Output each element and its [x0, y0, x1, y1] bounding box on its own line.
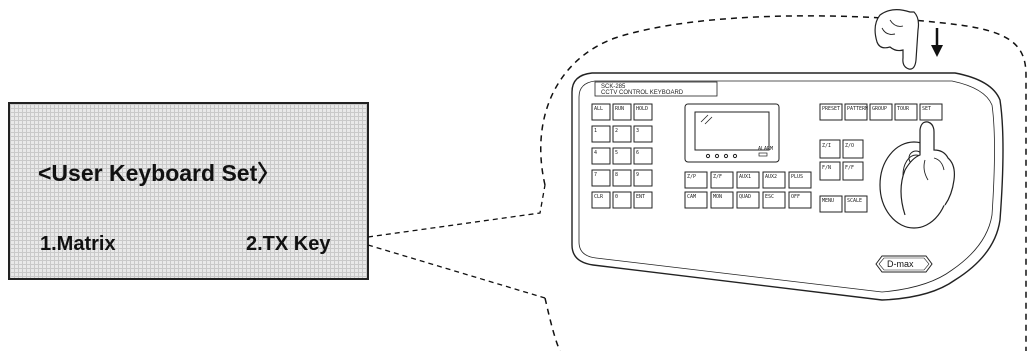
- lcd-title: <User Keyboard Set〉: [38, 160, 281, 186]
- svg-text:Z/I: Z/I: [822, 143, 831, 149]
- key[interactable]: HOLD: [633, 103, 653, 121]
- key[interactable]: PATTERN: [844, 103, 868, 121]
- svg-text:AUX2: AUX2: [765, 174, 777, 180]
- model-name: SCK-285: [601, 84, 626, 90]
- callout-line-lower: [367, 244, 546, 299]
- key[interactable]: ENT: [633, 191, 653, 209]
- key[interactable]: ALL: [591, 103, 611, 121]
- key[interactable]: GROUP: [869, 103, 893, 121]
- key[interactable]: AUX1: [736, 171, 760, 189]
- key[interactable]: TOUR: [894, 103, 918, 121]
- brand-logo: D-max: [875, 255, 933, 273]
- key[interactable]: SCALE: [844, 195, 868, 213]
- svg-text:ESC: ESC: [765, 194, 774, 200]
- svg-text:3: 3: [636, 128, 639, 134]
- key[interactable]: 3: [633, 125, 653, 143]
- callout-line-upper: [367, 184, 546, 238]
- svg-text:SCALE: SCALE: [847, 198, 862, 204]
- alarm-led: [758, 152, 768, 157]
- svg-text:Z/O: Z/O: [845, 143, 854, 149]
- svg-text:PRESET: PRESET: [822, 106, 840, 112]
- svg-text:GROUP: GROUP: [872, 106, 887, 112]
- svg-text:PATTERN: PATTERN: [847, 106, 868, 112]
- key[interactable]: F/N: [819, 161, 841, 181]
- key[interactable]: 5: [612, 147, 632, 165]
- key[interactable]: 4: [591, 147, 611, 165]
- key[interactable]: Z/F: [710, 171, 734, 189]
- svg-text:OFF: OFF: [791, 194, 800, 200]
- svg-text:QUAD: QUAD: [739, 194, 751, 200]
- svg-text:F/N: F/N: [822, 165, 831, 171]
- key[interactable]: OFF: [788, 191, 812, 209]
- key[interactable]: F/F: [842, 161, 864, 181]
- key[interactable]: 0: [612, 191, 632, 209]
- svg-text:Z/F: Z/F: [713, 174, 722, 180]
- function-keys: Z/P Z/F AUX1 AUX2 PLUS CAM MON QUAD ESC …: [684, 171, 812, 209]
- key[interactable]: 8: [612, 169, 632, 187]
- svg-text:0: 0: [615, 194, 618, 200]
- arrow-down-icon: [931, 28, 943, 57]
- key[interactable]: QUAD: [736, 191, 760, 209]
- svg-text:HOLD: HOLD: [636, 106, 648, 112]
- key[interactable]: 2: [612, 125, 632, 143]
- menu-option-tx-key[interactable]: 2.TX Key: [246, 233, 331, 255]
- svg-text:6: 6: [636, 150, 639, 156]
- svg-text:9: 9: [636, 172, 639, 178]
- key[interactable]: RUN: [612, 103, 632, 121]
- preset-keys: PRESET PATTERN GROUP TOUR SET: [819, 103, 943, 121]
- svg-text:RUN: RUN: [615, 106, 624, 112]
- menu-option-matrix[interactable]: 1.Matrix: [40, 233, 116, 255]
- svg-text:2: 2: [615, 128, 618, 134]
- svg-text:5: 5: [615, 150, 618, 156]
- key[interactable]: CAM: [684, 191, 708, 209]
- pressing-hand-icon: [874, 9, 920, 70]
- zoom-focus-keys: Z/I Z/O F/N F/F MENU SCALE: [819, 139, 868, 213]
- svg-text:1: 1: [594, 128, 597, 134]
- keyboard-inner-edge: [578, 80, 995, 293]
- key[interactable]: CLR: [591, 191, 611, 209]
- svg-text:7: 7: [594, 172, 597, 178]
- svg-text:MENU: MENU: [822, 198, 834, 204]
- svg-text:F/F: F/F: [845, 165, 854, 171]
- numeric-keypad: ALL RUN HOLD 1 2 3 4 5 6 7 8 9 CLR 0 ENT: [591, 103, 653, 209]
- key[interactable]: Z/P: [684, 171, 708, 189]
- lcd-display: <User Keyboard Set〉 1.Matrix 2.TX Key: [8, 102, 369, 280]
- key[interactable]: ESC: [762, 191, 786, 209]
- model-subtitle: CCTV CONTROL KEYBOARD: [601, 90, 684, 96]
- svg-text:ALL: ALL: [594, 106, 603, 112]
- key[interactable]: Z/O: [842, 139, 864, 159]
- svg-text:ENT: ENT: [636, 194, 645, 200]
- key[interactable]: MON: [710, 191, 734, 209]
- svg-text:Z/P: Z/P: [687, 174, 696, 180]
- svg-text:CAM: CAM: [687, 194, 696, 200]
- svg-text:SET: SET: [922, 106, 931, 112]
- alarm-label: ALARM: [758, 146, 773, 152]
- brand-logo-text: D-max: [887, 259, 914, 269]
- key[interactable]: PLUS: [788, 171, 812, 189]
- key[interactable]: 6: [633, 147, 653, 165]
- svg-text:CLR: CLR: [594, 194, 604, 200]
- callout-bubble: [540, 15, 1027, 351]
- key[interactable]: AUX2: [762, 171, 786, 189]
- svg-text:MON: MON: [713, 194, 722, 200]
- keyboard-body: [571, 72, 1004, 301]
- svg-text:PLUS: PLUS: [791, 174, 803, 180]
- key[interactable]: 7: [591, 169, 611, 187]
- svg-text:AUX1: AUX1: [739, 174, 751, 180]
- key[interactable]: MENU: [819, 195, 843, 213]
- svg-text:TOUR: TOUR: [897, 106, 910, 112]
- keyboard-lcd: ALARM: [684, 103, 780, 163]
- set-key[interactable]: SET: [919, 103, 943, 121]
- model-label-box: [594, 81, 718, 97]
- hand-on-joystick-icon: [900, 121, 955, 216]
- key[interactable]: 1: [591, 125, 611, 143]
- key[interactable]: Z/I: [819, 139, 841, 159]
- key[interactable]: 9: [633, 169, 653, 187]
- svg-text:8: 8: [615, 172, 618, 178]
- svg-text:4: 4: [594, 150, 597, 156]
- key[interactable]: PRESET: [819, 103, 843, 121]
